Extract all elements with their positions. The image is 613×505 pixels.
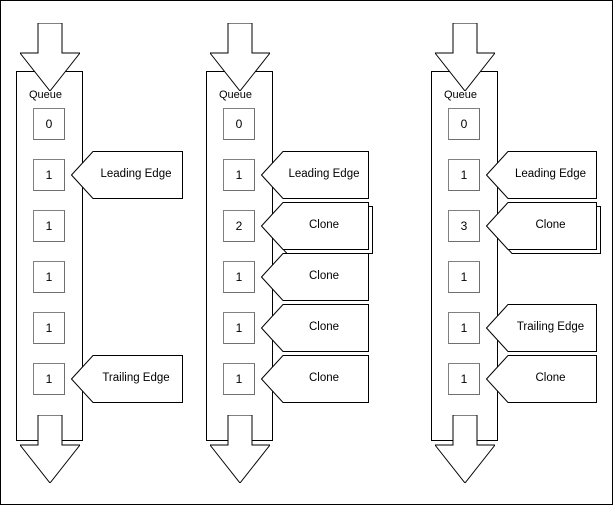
queue-label-2: Queue: [219, 89, 253, 101]
callout-column-1-5[interactable]: [71, 355, 183, 403]
queue-cell-column-2-2[interactable]: 2: [223, 210, 255, 242]
queue-cell-column-1-3[interactable]: 1: [33, 261, 65, 293]
queue-cell-column-3-3[interactable]: 1: [448, 261, 480, 293]
queue-cell-column-3-0[interactable]: 0: [448, 108, 480, 140]
queue-cell-column-1-5[interactable]: 1: [33, 363, 65, 395]
callout-label-column-3-4: Trailing Edge: [516, 321, 585, 333]
queue-cell-column-1-2[interactable]: 1: [33, 210, 65, 242]
queue-cell-column-3-4[interactable]: 1: [448, 312, 480, 344]
queue-cell-column-2-1[interactable]: 1: [223, 159, 255, 191]
callout-column-1-1[interactable]: [71, 151, 183, 199]
queue-cell-column-3-2[interactable]: 3: [448, 210, 480, 242]
outbound-arrow-1: [19, 415, 80, 483]
outbound-arrow-2: [209, 415, 270, 483]
callout-column-3-1[interactable]: [486, 151, 597, 199]
queue-cell-column-2-0[interactable]: 0: [223, 108, 255, 140]
outbound-arrow-3: [434, 415, 495, 483]
queue-cell-column-3-5[interactable]: 1: [448, 363, 480, 395]
queue-cell-column-2-4[interactable]: 1: [223, 312, 255, 344]
callout-column-3-4[interactable]: [486, 304, 597, 352]
callout-label-column-3-2: Clone: [535, 219, 566, 231]
queue-cell-column-2-5[interactable]: 1: [223, 363, 255, 395]
callout-column-3-5[interactable]: [486, 355, 597, 403]
callout-column-2-1[interactable]: [261, 151, 369, 199]
callout-column-2-5[interactable]: [261, 355, 369, 403]
callout-label-column-2-5: Clone: [308, 372, 340, 384]
inbound-arrow-3: [434, 23, 495, 91]
callout-label-column-2-1: Leading Edge: [288, 168, 360, 180]
queue-label-1: Queue: [29, 89, 63, 101]
queue-cell-column-1-4[interactable]: 1: [33, 312, 65, 344]
inbound-arrow-2: [209, 23, 270, 91]
callout-label-column-2-2: Clone: [308, 219, 340, 231]
callout-label-column-3-1: Leading Edge: [515, 168, 586, 180]
callout-label-column-1-1: Leading Edge: [100, 168, 172, 180]
callout-column-2-4[interactable]: [261, 304, 369, 352]
callout-label-column-3-5: Clone: [535, 372, 566, 384]
inbound-arrow-1: [19, 23, 80, 91]
queue-label-3: Queue: [444, 89, 478, 101]
callout-column-2-2[interactable]: [261, 202, 369, 250]
queue-cell-column-3-1[interactable]: 1: [448, 159, 480, 191]
queue-cell-column-1-1[interactable]: 1: [33, 159, 65, 191]
callout-column-2-3[interactable]: [261, 253, 369, 301]
queue-cell-column-1-0[interactable]: 0: [33, 108, 65, 140]
callout-column-3-2[interactable]: [486, 202, 597, 250]
callout-label-column-2-4: Clone: [308, 321, 340, 333]
callout-label-column-1-5: Trailing Edge: [102, 372, 170, 384]
queue-cell-column-2-3[interactable]: 1: [223, 261, 255, 293]
callout-label-column-2-3: Clone: [308, 270, 340, 282]
